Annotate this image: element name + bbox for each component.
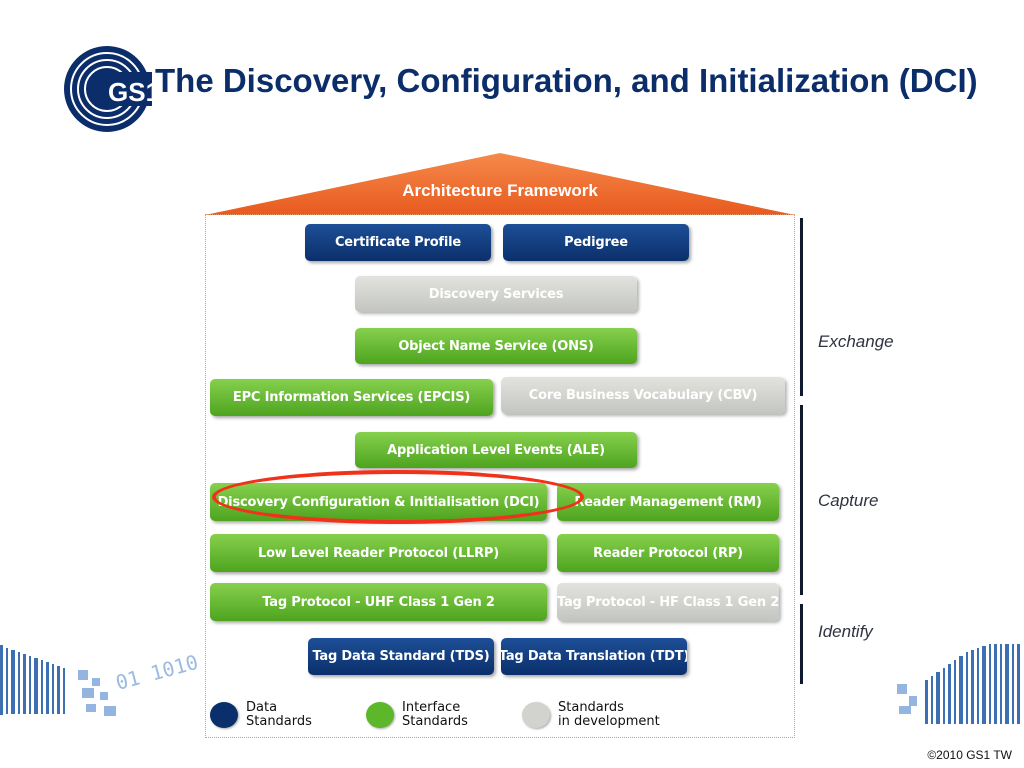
box-discovery-services: Discovery Services [355,276,637,312]
legend-swatch-development [522,702,550,728]
layer-label-exchange: Exchange [818,332,894,351]
legend-swatch-interface [366,702,394,728]
logo-text: GS1 [108,77,152,107]
page-title: The Discovery, Configuration, and Initia… [155,62,978,99]
exchange-bracket [800,218,803,396]
barcode-decoration-right [897,644,1020,724]
box-pedigree: Pedigree [503,224,689,261]
legend-text: Standards [558,700,624,715]
deco-digits: 01 1010 [113,650,200,695]
box-tds: Tag Data Standard (TDS) [308,638,494,675]
box-certificate-profile: Certificate Profile [305,224,491,261]
capture-bracket [800,405,803,595]
barcode-decoration-left: 01 1010 [0,645,200,716]
legend-text: Interface [402,700,461,715]
dci-highlight-ellipse [212,470,584,524]
box-reader-management: Reader Management (RM) [557,483,779,521]
box-tdt: Tag Data Translation (TDT) [501,638,687,675]
gs1-logo: GS1 [64,46,152,132]
roof-label: Architecture Framework [402,181,598,200]
box-epcis: EPC Information Services (EPCIS) [210,379,493,416]
legend-text: Data [246,700,278,715]
box-uhf-tag-protocol: Tag Protocol - UHF Class 1 Gen 2 [210,583,547,621]
legend-text: in development [558,714,660,729]
legend-text: Standards [402,714,468,729]
box-reader-protocol: Reader Protocol (RP) [557,534,779,572]
layer-label-capture: Capture [818,491,879,510]
layer-label-identify: Identify [818,622,873,641]
copyright-text: ©2010 GS1 TW [927,748,1012,762]
legend-swatch-data [210,702,238,728]
box-llrp: Low Level Reader Protocol (LLRP) [210,534,547,572]
legend-text: Standards [246,714,312,729]
box-ons: Object Name Service (ONS) [355,328,637,364]
box-hf-tag-protocol: Tag Protocol - HF Class 1 Gen 2 [557,583,779,621]
framework-frame [205,214,795,738]
architecture-roof [205,153,795,215]
identify-bracket [800,604,803,684]
box-ale: Application Level Events (ALE) [355,432,637,468]
box-cbv: Core Business Vocabulary (CBV) [501,377,785,414]
